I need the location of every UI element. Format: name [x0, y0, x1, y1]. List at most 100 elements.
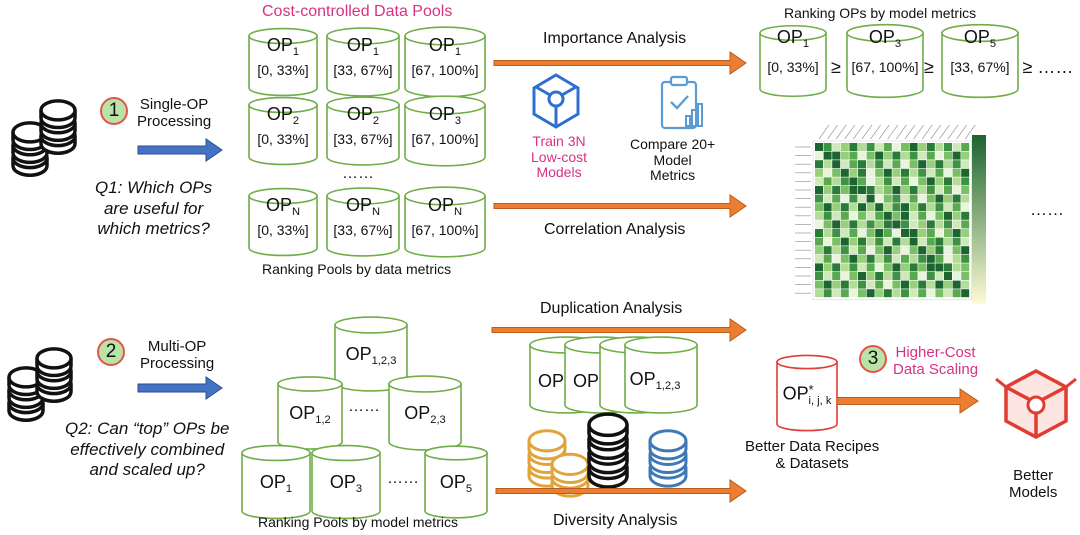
pool-range-r2c0: [0, 33%] — [257, 222, 309, 238]
heatmap-col-tick — [844, 124, 856, 140]
heatmap-col-tick — [861, 124, 873, 140]
heatmap-cell — [832, 143, 841, 151]
db-icon-q1-right — [39, 99, 77, 155]
heatmap-cell — [926, 237, 935, 246]
heatmap-cell — [961, 246, 970, 255]
pool-cylinder-r2c1-body — [326, 195, 400, 257]
heatmap-cell — [823, 194, 832, 203]
heatmap-cell — [866, 186, 875, 194]
heatmap-cell — [858, 254, 866, 263]
heatmap-cell — [823, 289, 832, 298]
heatmap-cell — [909, 151, 918, 160]
cube-spoke-l — [995, 377, 1007, 389]
heatmap-cell — [944, 246, 952, 255]
heatmap-col-tick — [878, 124, 890, 140]
heatmap-cell — [849, 229, 858, 237]
pools-title: Cost-controlled Data Pools — [262, 3, 453, 20]
heatmap-cell — [918, 237, 927, 246]
heatmap-cell — [944, 203, 952, 212]
ranked-range-2: [33, 67%] — [950, 59, 1010, 75]
heatmap-cell — [944, 254, 952, 263]
heatmap-cell — [892, 280, 901, 289]
pool-op-r1c1: OP2 — [346, 104, 380, 127]
heatmap-cell — [823, 272, 832, 280]
heatmap-cell — [909, 229, 918, 237]
heatmap-cell — [849, 289, 858, 298]
heatmap-cell — [858, 272, 866, 280]
heatmap-cell — [909, 237, 918, 246]
better-models-line1: Better — [1013, 467, 1054, 484]
heatmap-cell — [832, 272, 841, 280]
heatmap-cell — [909, 211, 918, 220]
step-2-label-line1: Multi-OP — [147, 338, 207, 355]
pool-op-r1c0: OP2 — [266, 104, 300, 127]
better-models-line2: Models — [1009, 483, 1058, 501]
heatmap-cell — [918, 160, 927, 169]
heatmap-cell — [952, 186, 961, 194]
db-icon-q2-left — [7, 366, 45, 422]
pyr-bot-2-cylinder-top — [424, 445, 488, 461]
heatmap-cell — [952, 246, 961, 255]
heatmap-cell — [901, 151, 909, 160]
ranked-op-2: OP5 — [963, 27, 997, 50]
pool-op-r0c2: OP1 — [428, 35, 462, 58]
compare-line1: Compare 20+ — [630, 136, 716, 152]
pyr-mid-0-cylinder-body — [277, 383, 343, 450]
heatmap-col-tick — [904, 124, 916, 140]
heatmap-cell — [883, 237, 892, 246]
heatmap-cell — [909, 186, 918, 194]
heatmap-cell — [926, 229, 935, 237]
heatmap-col-tick — [887, 124, 899, 140]
heatmap-cell — [918, 143, 927, 151]
heatmap-cell — [901, 177, 909, 186]
ranked-cylinder-1-body — [846, 32, 924, 99]
heatmap-cell — [815, 280, 823, 289]
heatmap-cell — [961, 186, 970, 194]
heatmap-cell — [823, 177, 832, 186]
pool-cylinder-r1c0-body — [248, 104, 318, 166]
heatmap-cell — [883, 254, 892, 263]
heatmap-cell — [823, 203, 832, 212]
db-icon-blue — [648, 429, 688, 488]
pool-op-r2c1: OPN — [345, 195, 381, 218]
heatmap-cell — [858, 289, 866, 298]
heatmap-cell — [858, 211, 866, 220]
heatmap-cell — [832, 151, 841, 160]
heatmap-cell — [935, 177, 944, 186]
step-1-label-line1: Single-OP — [139, 96, 209, 113]
heatmap-cell — [883, 246, 892, 255]
pool-op-r2c2: OPN — [427, 195, 463, 218]
heatmap-col-tick — [930, 124, 942, 140]
cube-spoke-r — [1065, 377, 1077, 389]
ranked-cylinder-2 — [941, 23, 1019, 99]
heatmap-cell — [935, 220, 944, 229]
heatmap-cell — [935, 229, 944, 237]
heatmap-cell — [909, 203, 918, 212]
pool-cylinder-r1c0-top — [248, 96, 318, 114]
heatmap-col-tick — [827, 124, 838, 140]
ranking-pools-model-label: Ranking Pools by model metrics — [258, 514, 458, 530]
pyr-mid-1-label: OP2,3 — [404, 403, 446, 426]
step-3-label-line2: Data Scaling — [893, 360, 979, 378]
heatmap-cell — [866, 254, 875, 263]
heatmap-cell — [926, 254, 935, 263]
arrow-diversity — [495, 479, 747, 503]
heatmap-cell — [901, 194, 909, 203]
heatmap-cell — [883, 280, 892, 289]
heatmap-cell — [909, 168, 918, 177]
heatmap-cell — [883, 272, 892, 280]
clipboard-bar-2 — [697, 103, 703, 127]
heatmap-cell — [849, 254, 858, 263]
pool-cylinder-r0c0-body — [248, 35, 318, 97]
pool-cylinder-r1c2-body — [404, 104, 486, 167]
heatmap-cell — [935, 211, 944, 220]
pool-cylinder-r2c2-body — [404, 195, 486, 258]
heatmap-cell — [832, 160, 841, 169]
heatmap-cell — [832, 246, 841, 255]
heatmap-col-tick — [913, 124, 924, 140]
heatmap-cell — [832, 211, 841, 220]
heatmap-cell — [840, 211, 849, 220]
heatmap-cell — [961, 289, 970, 298]
heatmap-cell — [892, 143, 901, 151]
ranked-cylinder-2-body — [941, 32, 1019, 99]
